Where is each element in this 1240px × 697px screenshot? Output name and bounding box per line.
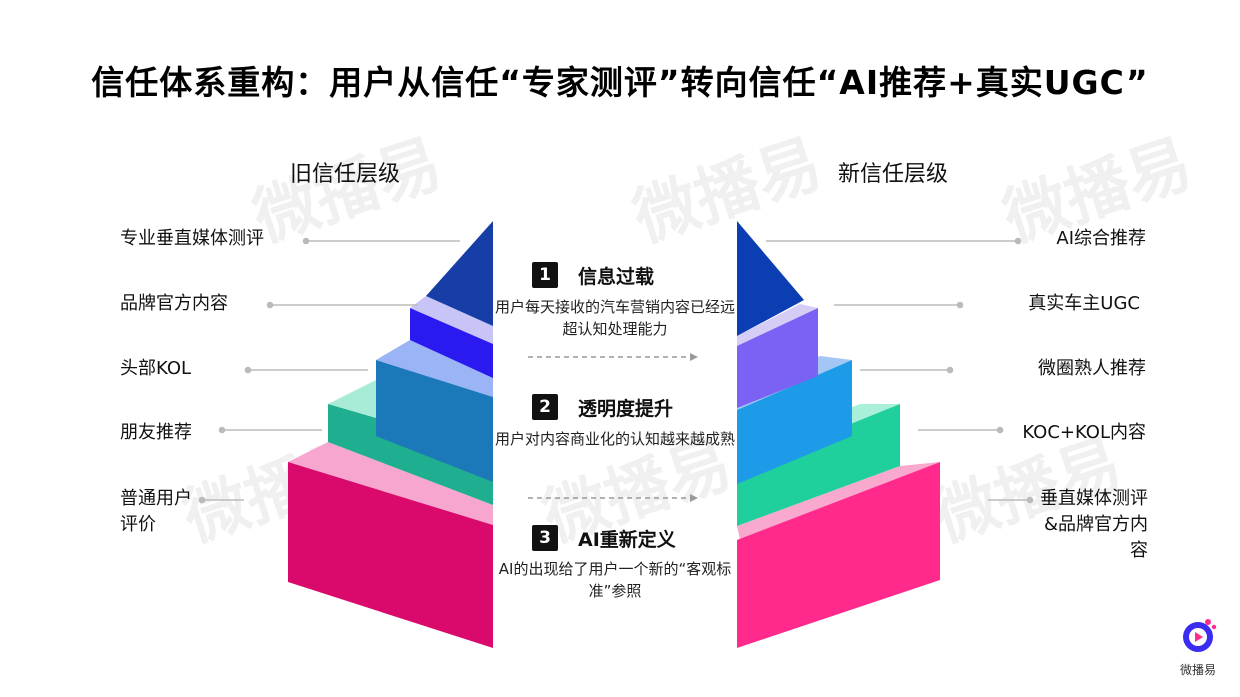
step-2-title: 透明度提升 — [578, 398, 674, 420]
old-level-3-top — [376, 340, 493, 397]
new-level-3-face — [737, 360, 852, 484]
new-level-1-label: AI综合推荐 — [1056, 228, 1146, 249]
new-level-3-label: 微圈熟人推荐 — [1038, 358, 1146, 379]
step-2-number: 2 — [532, 394, 558, 420]
step-3-title: AI重新定义 — [578, 529, 676, 551]
old-level-1-label: 专业垂直媒体测评 — [120, 228, 264, 249]
old-pyramid — [288, 221, 493, 648]
logo-text: 微播易 — [1179, 663, 1216, 677]
new-level-5-label: 垂直媒体测评&品牌官方内容 — [1040, 488, 1148, 561]
old-level-4-label: 朋友推荐 — [120, 422, 192, 443]
new-level-4-face — [737, 404, 900, 526]
step-2-desc: 用户对内容商业化的认知越来越成熟 — [495, 430, 736, 448]
old-level-3-label: 头部KOL — [120, 358, 192, 379]
step-1-title: 信息过载 — [578, 266, 655, 288]
old-level-5-top — [288, 442, 493, 525]
new-level-2-label: 真实车主UGC — [1028, 293, 1140, 314]
step-1-desc: 用户每天接收的汽车营销内容已经远超认知处理能力 — [495, 298, 736, 338]
new-level-5-face — [737, 462, 940, 648]
new-level-4-label: KOC+KOL内容 — [1022, 422, 1146, 443]
step-3-desc: AI的出现给了用户一个新的“客观标准”参照 — [498, 560, 732, 600]
new-level-2-top — [737, 304, 818, 346]
play-logo-icon — [1183, 619, 1217, 652]
new-level-1-face — [737, 221, 804, 336]
page-title: 信任体系重构：用户从信任“专家测评”转向信任“AI推荐+真实UGC” — [91, 63, 1149, 102]
step-3-number: 3 — [532, 525, 558, 551]
old-level-5-face — [288, 462, 493, 648]
step-1-number: 1 — [532, 262, 558, 288]
old-level-2-face — [410, 308, 493, 378]
old-level-3-face — [376, 360, 493, 482]
new-pyramid — [737, 221, 940, 648]
old-hierarchy-title: 旧信任层级 — [290, 162, 401, 187]
new-level-2-face — [737, 308, 818, 408]
old-level-5-label: 普通用户评价 — [120, 488, 192, 535]
old-level-4-face — [328, 404, 493, 505]
old-level-1-face — [426, 221, 493, 326]
brand-logo: 微播易 — [1170, 615, 1226, 678]
old-level-2-top — [410, 296, 493, 344]
new-hierarchy-title: 新信任层级 — [838, 162, 949, 187]
old-level-2-label: 品牌官方内容 — [120, 293, 228, 314]
